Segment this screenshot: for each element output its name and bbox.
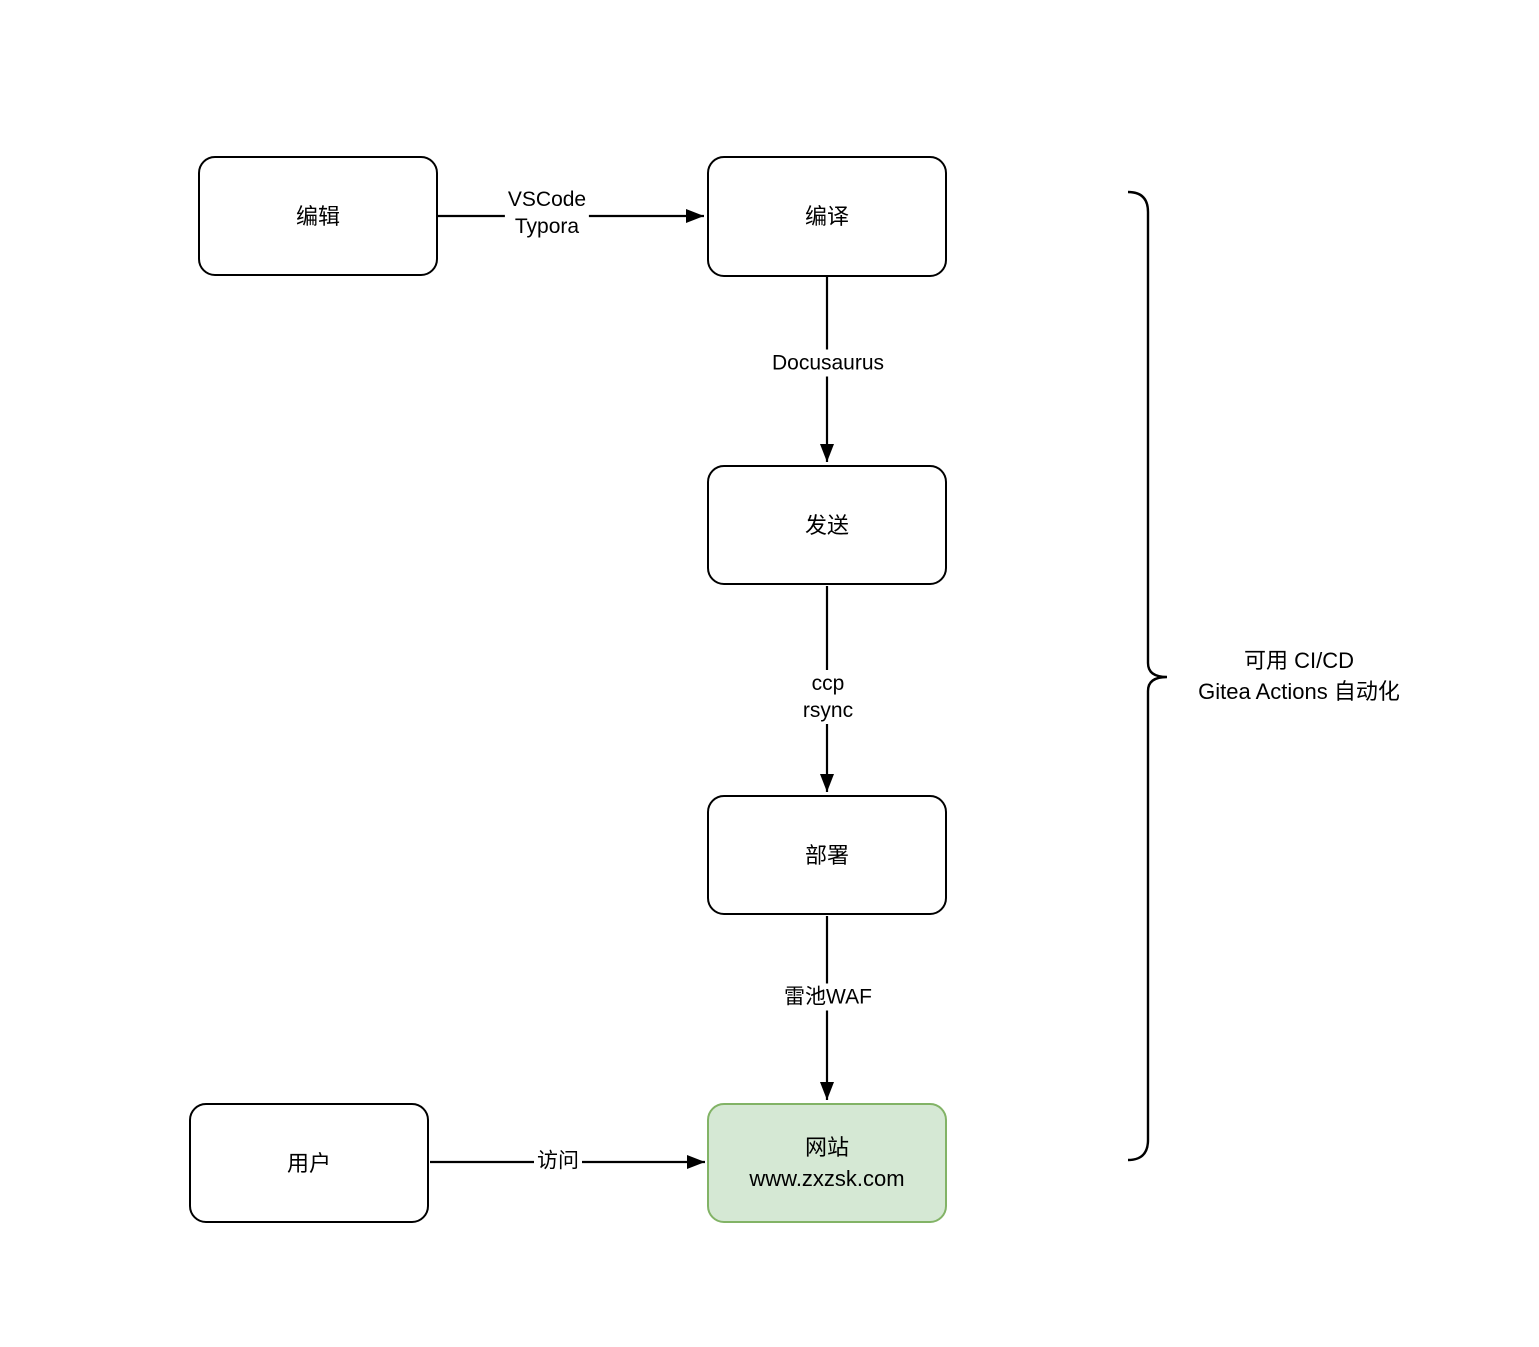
node-compile: 编译 <box>707 156 947 277</box>
edge-label-docusaurus: Docusaurus <box>768 349 888 377</box>
edge-label-vscode-typora: VSCode Typora <box>504 186 590 240</box>
brace-annotation: 可用 CI/CD Gitea Actions 自动化 <box>1198 645 1400 707</box>
node-website: 网站 www.zxzsk.com <box>707 1103 947 1223</box>
edge-label-waf: 雷池WAF <box>781 983 875 1011</box>
node-edit: 编辑 <box>198 156 438 276</box>
brace-annotation-line2: Gitea Actions 自动化 <box>1198 679 1400 704</box>
node-deploy: 部署 <box>707 795 947 915</box>
edge-label-visit: 访问 <box>534 1147 582 1175</box>
edge-label-ccp: ccp <box>811 672 845 695</box>
node-send: 发送 <box>707 465 947 585</box>
node-user: 用户 <box>189 1103 429 1223</box>
node-website-url: www.zxzsk.com <box>749 1166 905 1191</box>
node-user-label: 用户 <box>286 1150 331 1176</box>
edge-label-typora: Typora <box>514 215 580 238</box>
node-edit-label: 编辑 <box>295 203 340 229</box>
node-website-label: 网站 <box>804 1135 849 1160</box>
node-send-label: 发送 <box>804 512 849 538</box>
curly-brace <box>1127 190 1168 1162</box>
edge-label-rsync: rsync <box>802 699 854 722</box>
edge-label-ccp-rsync: ccp rsync <box>799 670 857 724</box>
node-deploy-label: 部署 <box>804 842 849 868</box>
edge-label-vscode: VSCode <box>507 188 587 211</box>
brace-annotation-line1: 可用 CI/CD <box>1243 648 1354 673</box>
node-compile-label: 编译 <box>804 204 849 229</box>
